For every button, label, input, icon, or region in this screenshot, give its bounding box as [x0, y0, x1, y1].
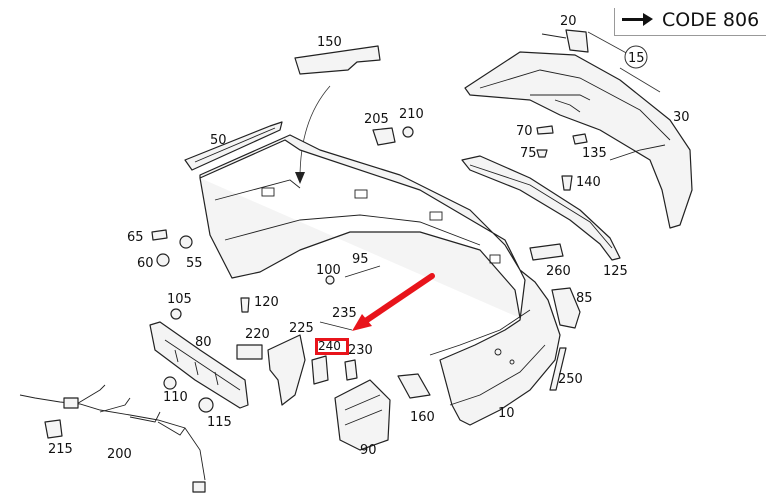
code-arrow-icon — [622, 13, 653, 26]
red-pointer-arrow-icon — [352, 273, 435, 331]
part-150-cover — [294, 45, 381, 184]
callout-215: 215 — [48, 442, 73, 457]
part-105-grommet — [170, 308, 182, 320]
part-260-bracket — [529, 243, 564, 261]
part-225-bracket — [267, 334, 306, 406]
callout-55: 55 — [186, 256, 203, 271]
part-205-clip — [372, 127, 396, 146]
callout-205: 205 — [364, 112, 389, 127]
callout-30: 30 — [673, 110, 690, 125]
callout-10: 10 — [498, 406, 515, 421]
part-30-upper-cover — [464, 51, 693, 229]
part-250-strip — [549, 347, 567, 391]
part-240-holder — [311, 355, 329, 385]
callout-135: 135 — [582, 146, 607, 161]
part-160-cover — [397, 373, 431, 399]
callout-250: 250 — [558, 372, 583, 387]
callout-140: 140 — [576, 175, 601, 190]
callout-125: 125 — [603, 264, 628, 279]
callout-65: 65 — [127, 230, 144, 245]
part-200-wiring-harness — [19, 384, 206, 493]
part-230-sensor — [344, 359, 358, 381]
part-110-nut — [163, 376, 177, 390]
part-80-bracket — [149, 321, 249, 409]
code-label: CODE 806 — [662, 9, 760, 31]
callout-85: 85 — [576, 291, 593, 306]
part-90-bracket — [334, 379, 391, 451]
part-55-screw — [179, 235, 193, 249]
part-140-screw — [561, 175, 573, 191]
part-120-screw — [240, 297, 250, 313]
callout-230: 230 — [348, 343, 373, 358]
callout-235: 235 — [332, 306, 357, 321]
callout-100: 100 — [316, 263, 341, 278]
callout-160: 160 — [410, 410, 435, 425]
callout-220: 220 — [245, 327, 270, 342]
callout-15: 15 — [628, 51, 645, 66]
callout-120: 120 — [254, 295, 279, 310]
part-100-washer — [325, 275, 335, 285]
callout-210: 210 — [399, 107, 424, 122]
part-210-grommet — [402, 126, 414, 138]
part-70-clip — [536, 125, 554, 135]
callout-70: 70 — [516, 124, 533, 139]
highlight-box — [315, 338, 349, 355]
callout-60: 60 — [137, 256, 154, 271]
callout-80: 80 — [195, 335, 212, 350]
callout-90: 90 — [360, 443, 377, 458]
part-85-sensor-holder — [551, 287, 581, 329]
callout-115: 115 — [207, 415, 232, 430]
callout-225: 225 — [289, 321, 314, 336]
callout-260: 260 — [546, 264, 571, 279]
callout-150: 150 — [317, 35, 342, 50]
callout-15-circle — [624, 45, 648, 69]
part-10-bumper — [199, 134, 561, 426]
part-20-bracket — [541, 29, 589, 53]
part-65-clip — [151, 229, 168, 241]
highlighted-part-label: 240 — [318, 339, 341, 353]
part-50-strip — [184, 121, 283, 171]
part-95-bolt — [344, 265, 381, 278]
callout-75: 75 — [520, 146, 537, 161]
part-220-pad — [236, 344, 263, 360]
part-75-screw — [536, 149, 548, 158]
callout-95: 95 — [352, 252, 369, 267]
callout-110: 110 — [163, 390, 188, 405]
callout-50: 50 — [210, 133, 227, 148]
callout-105: 105 — [167, 292, 192, 307]
code-legend-box — [614, 8, 766, 36]
part-135-clip — [572, 133, 588, 145]
callout-20: 20 — [560, 14, 577, 29]
callout-200: 200 — [107, 447, 132, 462]
part-125-strip — [461, 155, 621, 261]
part-115-nut — [198, 397, 214, 413]
part-215-connector — [44, 419, 63, 439]
part-235-bolt — [319, 321, 353, 331]
part-60-nut — [156, 253, 170, 267]
